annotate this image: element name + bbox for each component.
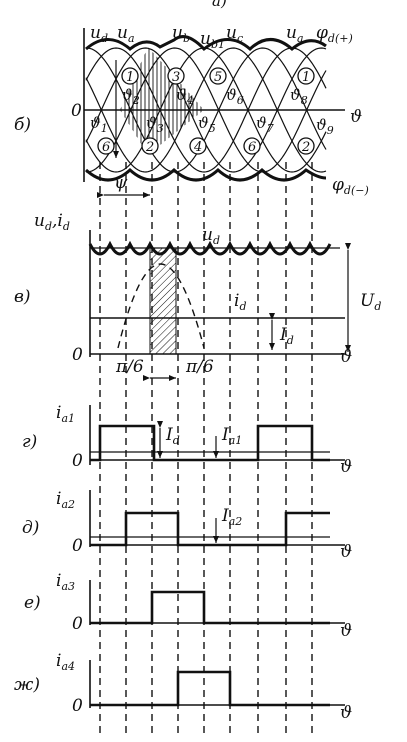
dashed-sine-arc bbox=[117, 263, 205, 349]
envelope-negative bbox=[84, 167, 327, 182]
panel-d-theta: ϑ bbox=[340, 542, 352, 562]
envelope-positive bbox=[85, 35, 327, 52]
label-u-c: uc bbox=[226, 23, 243, 45]
phase-curve bbox=[85, 47, 327, 173]
theta-label: ϑ7 bbox=[256, 114, 274, 135]
panel-d-tag: д) bbox=[22, 518, 39, 538]
panel-v-tag: в) bbox=[14, 287, 31, 307]
thyristor-circle bbox=[97, 137, 115, 155]
thyristor-circle bbox=[141, 137, 159, 155]
phase-curve bbox=[85, 47, 327, 173]
panel-d-ylabel: ia2 bbox=[56, 489, 75, 511]
label-I-d: Id bbox=[279, 325, 294, 347]
panel-d-current-ia2: д) 0 ϑ ia2 Ia2 bbox=[22, 489, 352, 562]
panel-g-ylabel: ia1 bbox=[56, 403, 75, 425]
panel-g-current-ia1: г) 0 ϑ ia1 Id Ia1 bbox=[22, 403, 352, 477]
panel-g-zero: 0 bbox=[72, 451, 83, 471]
label-I-a2: Ia2 bbox=[221, 506, 242, 528]
theta-label: ϑ6 bbox=[226, 86, 244, 107]
thyristor-numbers-bottom: 6 2 4 6 2 bbox=[97, 137, 315, 155]
rectified-voltage-ripple bbox=[88, 240, 332, 256]
top-fragment-label: а) bbox=[212, 0, 227, 10]
thyristor-circle bbox=[243, 137, 261, 155]
thyristor-number: 3 bbox=[172, 70, 180, 85]
phase-curve bbox=[85, 47, 327, 173]
panel-v-rectified: в) 0 ϑ ud,id ud id Id Ud π/6 π/6 bbox=[14, 211, 381, 381]
label-u-b1: ub1 bbox=[200, 29, 225, 51]
label-pi6-left: π/6 bbox=[115, 357, 144, 377]
label-phi-minus: φd(−) bbox=[332, 175, 369, 197]
label-u-a: ua bbox=[117, 23, 135, 45]
pulse-ia3 bbox=[90, 590, 330, 625]
theta-label: ϑ9 bbox=[316, 116, 334, 137]
thyristor-number: 6 bbox=[102, 140, 110, 155]
panel-b-theta-axis-label: ϑ bbox=[350, 107, 362, 127]
thyristor-circle bbox=[297, 137, 315, 155]
panel-zh-zero: 0 bbox=[72, 696, 83, 716]
label-phi-plus: φd(+) bbox=[316, 23, 353, 45]
panel-g-theta: ϑ bbox=[340, 457, 352, 477]
thyristor-circle bbox=[189, 137, 207, 155]
panel-b-phase-voltages: б) 0 ϑ ud ua ub ub1 uc ua φd(+) φd(−) 1 3… bbox=[14, 23, 369, 198]
phase-curve bbox=[85, 47, 327, 173]
label-u-b: ub bbox=[172, 23, 190, 45]
label-i-d: id bbox=[234, 291, 246, 313]
panel-v-ylabel: ud,id bbox=[34, 211, 70, 233]
panel-e-ylabel: ia3 bbox=[56, 571, 75, 593]
thyristor-circle bbox=[297, 67, 315, 85]
panel-b-tag: б) bbox=[14, 115, 31, 135]
panel-e-zero: 0 bbox=[72, 614, 83, 634]
theta-label: ϑ4 bbox=[176, 86, 194, 107]
thyristor-number: 4 bbox=[193, 140, 202, 155]
vertical-guide-lines bbox=[99, 162, 313, 738]
panel-e-tag: е) bbox=[24, 593, 41, 613]
label-pi6-right: π/6 bbox=[185, 357, 214, 377]
label-I-d-g: Id bbox=[165, 425, 180, 447]
panel-e-current-ia3: е) 0 ϑ ia3 bbox=[24, 571, 352, 641]
thyristor-circle bbox=[167, 67, 185, 85]
hatched-region-3-4 bbox=[120, 47, 204, 155]
panel-zh-ylabel: ia4 bbox=[56, 651, 75, 673]
panel-g-tag: г) bbox=[22, 432, 37, 452]
hatched-interval bbox=[149, 247, 177, 355]
panel-e-theta: ϑ bbox=[340, 621, 352, 641]
panel-d-zero: 0 bbox=[72, 536, 83, 556]
thyristor-numbers-top: 1 3 5 1 bbox=[121, 67, 315, 85]
thyristor-number: 1 bbox=[302, 70, 310, 85]
label-U-d: Ud bbox=[360, 291, 381, 313]
panel-b-zero: 0 bbox=[71, 101, 82, 121]
theta-label: ϑ8 bbox=[290, 86, 308, 107]
pulse-ia4 bbox=[90, 670, 330, 707]
theta-label: ϑ5 bbox=[198, 114, 216, 135]
panel-v-zero: 0 bbox=[72, 345, 83, 365]
thyristor-circle bbox=[209, 67, 227, 85]
thyristor-number: 5 bbox=[214, 70, 222, 85]
panel-zh-tag: ж) bbox=[14, 675, 40, 695]
panel-zh-theta: ϑ bbox=[340, 703, 352, 723]
label-u-d-mid: ud bbox=[202, 225, 220, 247]
thyristor-number: 6 bbox=[248, 140, 256, 155]
label-u-a-right: ua bbox=[286, 23, 304, 45]
thyristor-number: 2 bbox=[301, 140, 310, 155]
thyristor-circle bbox=[121, 67, 139, 85]
label-u-d-top: ud bbox=[90, 23, 108, 45]
panel-v-theta: ϑ bbox=[340, 347, 352, 367]
label-psi: ψ bbox=[114, 173, 128, 193]
thyristor-number: 1 bbox=[126, 70, 134, 85]
thyristor-number: 2 bbox=[145, 140, 154, 155]
label-I-a1: Ia1 bbox=[221, 425, 242, 447]
panel-zh-current-ia4: ж) 0 ϑ ia4 bbox=[14, 651, 352, 723]
